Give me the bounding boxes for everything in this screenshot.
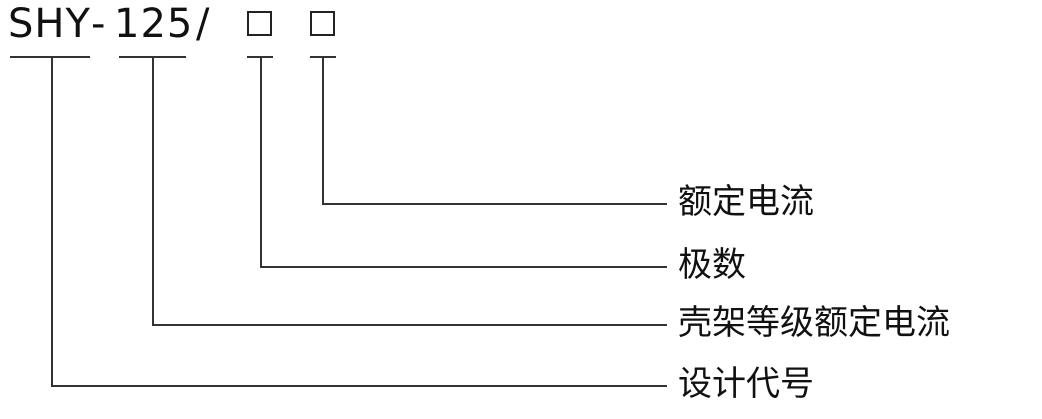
leader-frame-rated-current: [152, 57, 667, 326]
leader-design-code: [51, 57, 667, 387]
leader-poles: [260, 57, 667, 268]
poles-placeholder-box: [247, 11, 272, 36]
series-code: SHY: [8, 1, 91, 47]
rated-current-placeholder-box: [310, 11, 335, 36]
label-design-code: 设计代号: [678, 364, 814, 404]
label-rated-current: 额定电流: [678, 182, 814, 222]
frame-current-code: 125: [114, 1, 194, 47]
leader-rated-current: [322, 57, 667, 205]
label-poles: 极数: [678, 245, 746, 285]
code-slash: /: [196, 1, 211, 47]
label-frame-rated-current: 壳架等级额定电流: [678, 303, 950, 343]
code-dash: -: [91, 1, 107, 47]
